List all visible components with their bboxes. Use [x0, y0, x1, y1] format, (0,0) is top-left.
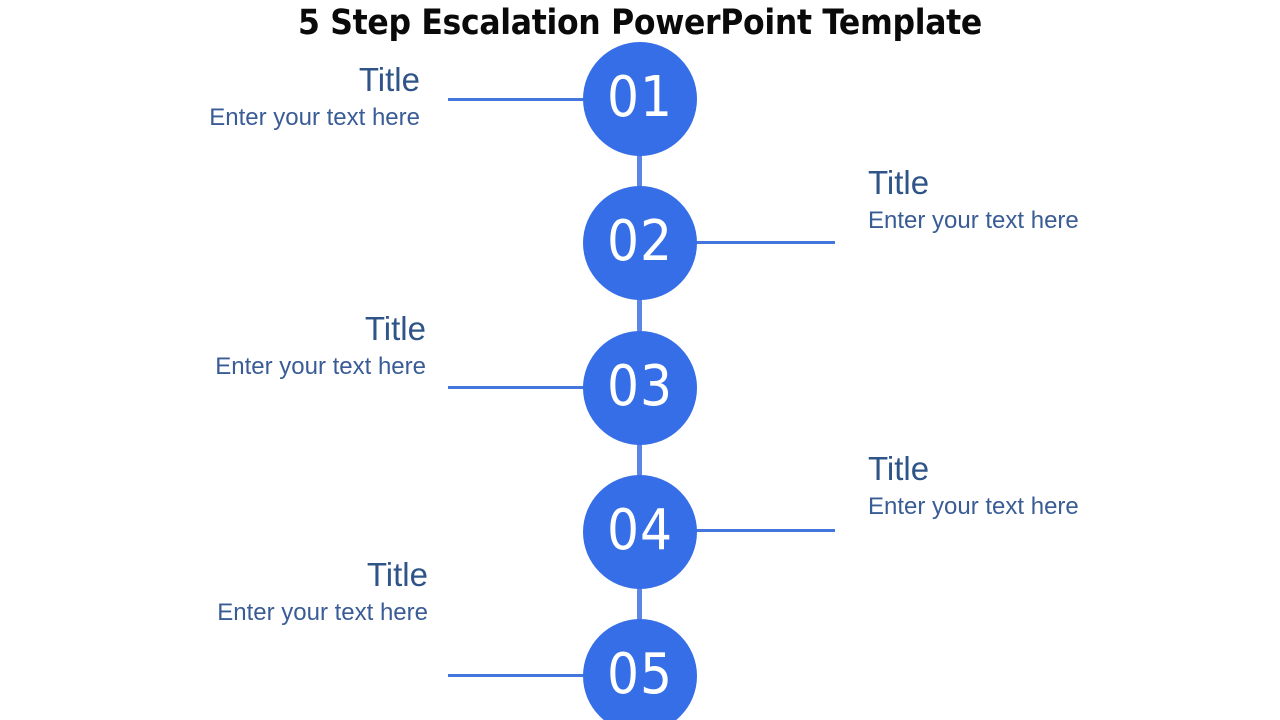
- step-body-5: Enter your text here: [217, 599, 428, 626]
- step-text-block-2[interactable]: Title Enter your text here: [868, 164, 1198, 236]
- page-title: 5 Step Escalation PowerPoint Template: [297, 3, 982, 43]
- step-text-block-3[interactable]: Title Enter your text here: [96, 310, 426, 382]
- connector-line-step-1: [448, 98, 596, 101]
- step-title-5: Title: [366, 556, 428, 593]
- step-body-4: Enter your text here: [868, 493, 1079, 520]
- step-body-1: Enter your text here: [209, 104, 420, 131]
- connector-line-step-2: [690, 241, 835, 244]
- step-text-block-1[interactable]: Title Enter your text here: [90, 61, 420, 133]
- connector-line-step-5: [448, 674, 596, 677]
- step-body-3: Enter your text here: [215, 353, 426, 380]
- connector-line-step-3: [448, 386, 596, 389]
- step-node-5[interactable]: 05: [583, 619, 697, 720]
- step-node-2[interactable]: 02: [583, 186, 697, 300]
- step-text-block-4[interactable]: Title Enter your text here: [868, 450, 1198, 522]
- spine-segment-2-3: [637, 295, 642, 343]
- step-number-3: 03: [606, 354, 674, 419]
- step-number-1: 01: [606, 65, 674, 130]
- spine-segment-3-4: [637, 439, 642, 487]
- step-title-1: Title: [358, 61, 420, 98]
- step-node-4[interactable]: 04: [583, 475, 697, 589]
- step-number-4: 04: [606, 498, 674, 563]
- connector-line-step-4: [690, 529, 835, 532]
- step-title-3: Title: [364, 310, 426, 347]
- spine-segment-1-2: [637, 150, 642, 198]
- step-body-2: Enter your text here: [868, 207, 1079, 234]
- step-number-2: 02: [606, 209, 674, 274]
- step-node-1[interactable]: 01: [583, 42, 697, 156]
- spine-segment-4-5: [637, 583, 642, 631]
- step-title-4: Title: [868, 450, 930, 487]
- step-node-3[interactable]: 03: [583, 331, 697, 445]
- step-text-block-5[interactable]: Title Enter your text here: [98, 556, 428, 628]
- step-title-2: Title: [868, 164, 930, 201]
- step-number-5: 05: [606, 642, 674, 707]
